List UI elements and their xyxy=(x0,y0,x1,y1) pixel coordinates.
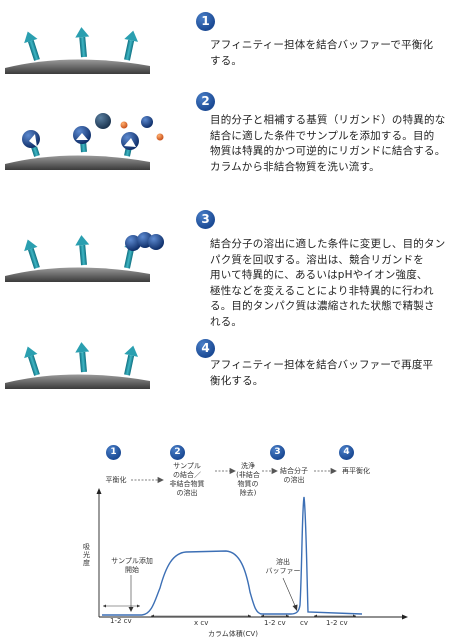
ligand-arrow xyxy=(124,30,139,61)
annotation-buffer-line: バッファー xyxy=(265,567,301,575)
step-1-badge: 1 xyxy=(196,12,215,31)
ligand-arrow xyxy=(75,342,90,373)
step-2-badge: 2 xyxy=(196,92,215,111)
step-2-line: カラムから非結合物質を洗い流す。 xyxy=(210,160,380,173)
step-3-line: 用いて特異的に、あるいはpHやイオン強度、 xyxy=(210,269,428,281)
label-wash-line: 物質の xyxy=(237,480,259,488)
label-sample: サンプル の結合／ 非結合物質 の溶出 xyxy=(163,462,211,498)
ligand-arrow xyxy=(75,235,90,266)
step-3-line: る。目的タンパク質は濃縮された状態で精製さ xyxy=(210,300,435,312)
ligand-arrow xyxy=(24,31,40,61)
matrix-bead xyxy=(5,374,150,389)
label-equilibrate: 平衡化 xyxy=(105,476,127,484)
ligand-arrow xyxy=(124,345,139,376)
panel-4-illustration xyxy=(5,342,150,389)
step-1-line: する。 xyxy=(210,54,243,67)
eluted-molecule xyxy=(148,234,164,250)
step-1-text: アフィニティー担体を結合バッファーで平衡化 する。 xyxy=(210,38,468,69)
step-4-line: アフィニティー担体を結合バッファーで再度平 xyxy=(210,359,434,371)
step-3-line: 極性などを変えることにより非特異的に行われ xyxy=(210,284,434,297)
timeline-step-1: 1 xyxy=(106,445,121,460)
step-4-badge: 4 xyxy=(196,339,215,358)
ligand-arrow xyxy=(75,27,90,58)
label-sample-line: の結合／ xyxy=(173,471,201,479)
timeline-step-3: 3 xyxy=(270,445,285,460)
annotation-sample-line: サンプル添加 xyxy=(111,557,153,565)
timeline-step-2: 2 xyxy=(170,445,185,460)
label-sample-line: の溶出 xyxy=(176,489,198,497)
step-3-line: パク質を回収する。溶出は、競合リガンドを xyxy=(210,253,424,266)
label-elute: 結合分子 の溶出 xyxy=(275,467,313,485)
panel-3-illustration xyxy=(5,232,164,282)
label-wash-line: (非結合 xyxy=(236,471,260,479)
label-sample-line: サンプル xyxy=(173,462,201,470)
x-axis-label: カラム体積(CV) xyxy=(208,630,258,638)
step-2-line: 物質は特異的かつ可逆的にリガンドに結合する。 xyxy=(210,145,446,157)
step-1-line: アフィニティー担体を結合バッファーで平衡化 xyxy=(210,39,434,51)
step-3-line: 結合分子の溶出に適した条件に変更し、目的タン xyxy=(210,238,446,250)
chromatogram xyxy=(96,488,408,620)
matrix-bead xyxy=(5,155,150,170)
step-2-line: 目的分子と相補する基質（リガンド）の特異的な xyxy=(210,114,446,126)
cv-label: x cv xyxy=(194,619,209,627)
step-3-text: 結合分子の溶出に適した条件に変更し、目的タン パク質を回収する。溶出は、競合リガ… xyxy=(210,237,472,330)
annotation-sample-start: サンプル添加 開始 xyxy=(107,557,157,575)
label-wash-line: 除去) xyxy=(239,489,257,497)
matrix-bead xyxy=(5,267,150,282)
unbound-molecule xyxy=(95,113,111,129)
step-4-text: アフィニティー担体を結合バッファーで再度平 衡化する。 xyxy=(210,358,472,389)
y-axis-label: 吸光度 xyxy=(83,543,90,567)
label-reequilibrate: 再平衡化 xyxy=(342,467,370,475)
matrix-bead xyxy=(5,59,150,74)
annotation-buffer-line: 溶出 xyxy=(276,558,290,566)
label-wash-line: 洗浄 xyxy=(241,462,255,470)
label-wash: 洗浄 (非結合 物質の 除去) xyxy=(232,462,264,498)
annotation-elution-buffer: 溶出 バッファー xyxy=(263,558,303,576)
impurity-molecule xyxy=(120,121,128,129)
ligand-arrow xyxy=(24,239,40,269)
label-elute-line: 結合分子 xyxy=(280,467,308,475)
ligand-arrow xyxy=(24,346,40,376)
cv-label: 1-2 cv xyxy=(264,619,286,627)
panel-2-illustration xyxy=(5,113,164,170)
step-3-badge: 3 xyxy=(196,210,215,229)
unbound-molecule xyxy=(141,116,153,128)
cv-label: 1-2 cv xyxy=(110,617,132,625)
label-sample-line: 非結合物質 xyxy=(169,480,205,488)
label-elute-line: の溶出 xyxy=(283,476,305,484)
absorbance-trace xyxy=(102,496,363,616)
timeline-step-4: 4 xyxy=(339,445,354,460)
step-2-line: 結合に適した条件でサンプルを添加する。目的 xyxy=(210,129,435,142)
step-3-line: れる。 xyxy=(210,315,243,328)
timeline-arrows xyxy=(131,467,337,484)
panel-1-illustration xyxy=(5,27,150,74)
cv-label: 1-2 cv xyxy=(326,619,348,627)
step-4-line: 衡化する。 xyxy=(210,374,264,387)
cv-label: cv xyxy=(300,619,308,627)
impurity-molecule xyxy=(156,133,164,141)
annotation-sample-line: 開始 xyxy=(125,566,139,574)
step-2-text: 目的分子と相補する基質（リガンド）の特異的な 結合に適した条件でサンプルを添加す… xyxy=(210,113,472,175)
eluted-molecule xyxy=(125,235,141,251)
